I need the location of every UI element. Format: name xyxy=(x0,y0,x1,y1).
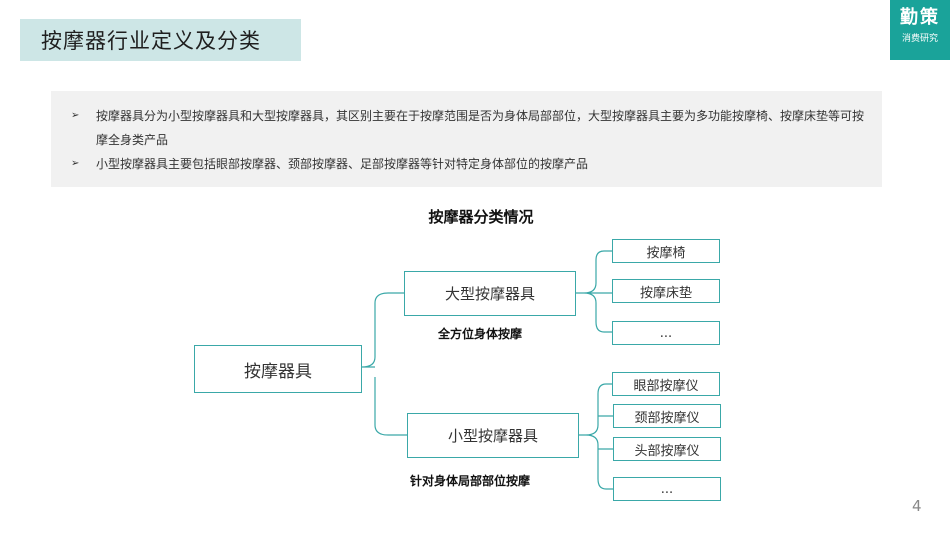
leaf-node-label: ... xyxy=(660,481,674,497)
leaf-node: 眼部按摩仪 xyxy=(612,372,720,396)
small-category-caption: 针对身体局部部位按摩 xyxy=(410,474,531,488)
leaf-node: 按摩床垫 xyxy=(612,279,720,303)
large-category-node: 大型按摩器具 xyxy=(404,271,576,316)
leaf-node-label: 头部按摩仪 xyxy=(634,443,700,459)
leaf-node: ... xyxy=(612,321,720,345)
leaf-node-label: 按摩床垫 xyxy=(639,285,692,301)
brand-logo: 勤策 消费研究 xyxy=(890,0,950,60)
leaf-node: 颈部按摩仪 xyxy=(613,404,721,428)
large-connector xyxy=(576,250,612,333)
summary-bullet-text: 按摩器具分为小型按摩器具和大型按摩器具，其区别主要在于按摩范围是否为身体局部部位… xyxy=(96,109,865,147)
summary-bullet: ➢ 按摩器具分为小型按摩器具和大型按摩器具，其区别主要在于按摩范围是否为身体局部… xyxy=(71,104,864,152)
small-category-label: 小型按摩器具 xyxy=(447,427,538,445)
logo-sub-text: 消费研究 xyxy=(901,34,938,44)
bullet-arrow-icon: ➢ xyxy=(71,110,80,121)
small-connector xyxy=(578,383,613,490)
leaf-node-label: 眼部按摩仪 xyxy=(633,378,699,394)
leaf-node-label: 按摩椅 xyxy=(646,245,686,261)
bullet-arrow-icon: ➢ xyxy=(71,158,80,169)
diagram-title: 按摩器分类情况 xyxy=(428,208,534,226)
leaf-node: 头部按摩仪 xyxy=(613,437,721,461)
page-number: 4 xyxy=(912,497,922,515)
summary-bullet: ➢ 小型按摩器具主要包括眼部按摩器、颈部按摩器、足部按摩器等针对特定身体部位的按… xyxy=(71,152,864,176)
summary-bullet-text: 小型按摩器具主要包括眼部按摩器、颈部按摩器、足部按摩器等针对特定身体部位的按摩产… xyxy=(96,157,589,171)
page-title-text: 按摩器行业定义及分类 xyxy=(41,29,261,53)
leaf-node: ... xyxy=(613,477,721,501)
summary-box: ➢ 按摩器具分为小型按摩器具和大型按摩器具，其区别主要在于按摩范围是否为身体局部… xyxy=(51,91,882,187)
leaf-node: 按摩椅 xyxy=(612,239,720,263)
logo-main-text: 勤策 xyxy=(900,7,940,28)
root-node: 按摩器具 xyxy=(194,345,362,393)
leaf-node-label: 颈部按摩仪 xyxy=(634,410,700,426)
large-category-caption: 全方位身体按摩 xyxy=(438,327,523,341)
root-connector xyxy=(361,292,407,436)
root-node-label: 按摩器具 xyxy=(244,361,312,382)
large-category-label: 大型按摩器具 xyxy=(444,285,535,303)
small-category-node: 小型按摩器具 xyxy=(407,413,579,458)
leaf-node-label: ... xyxy=(659,325,673,341)
page-title: 按摩器行业定义及分类 xyxy=(20,19,301,61)
